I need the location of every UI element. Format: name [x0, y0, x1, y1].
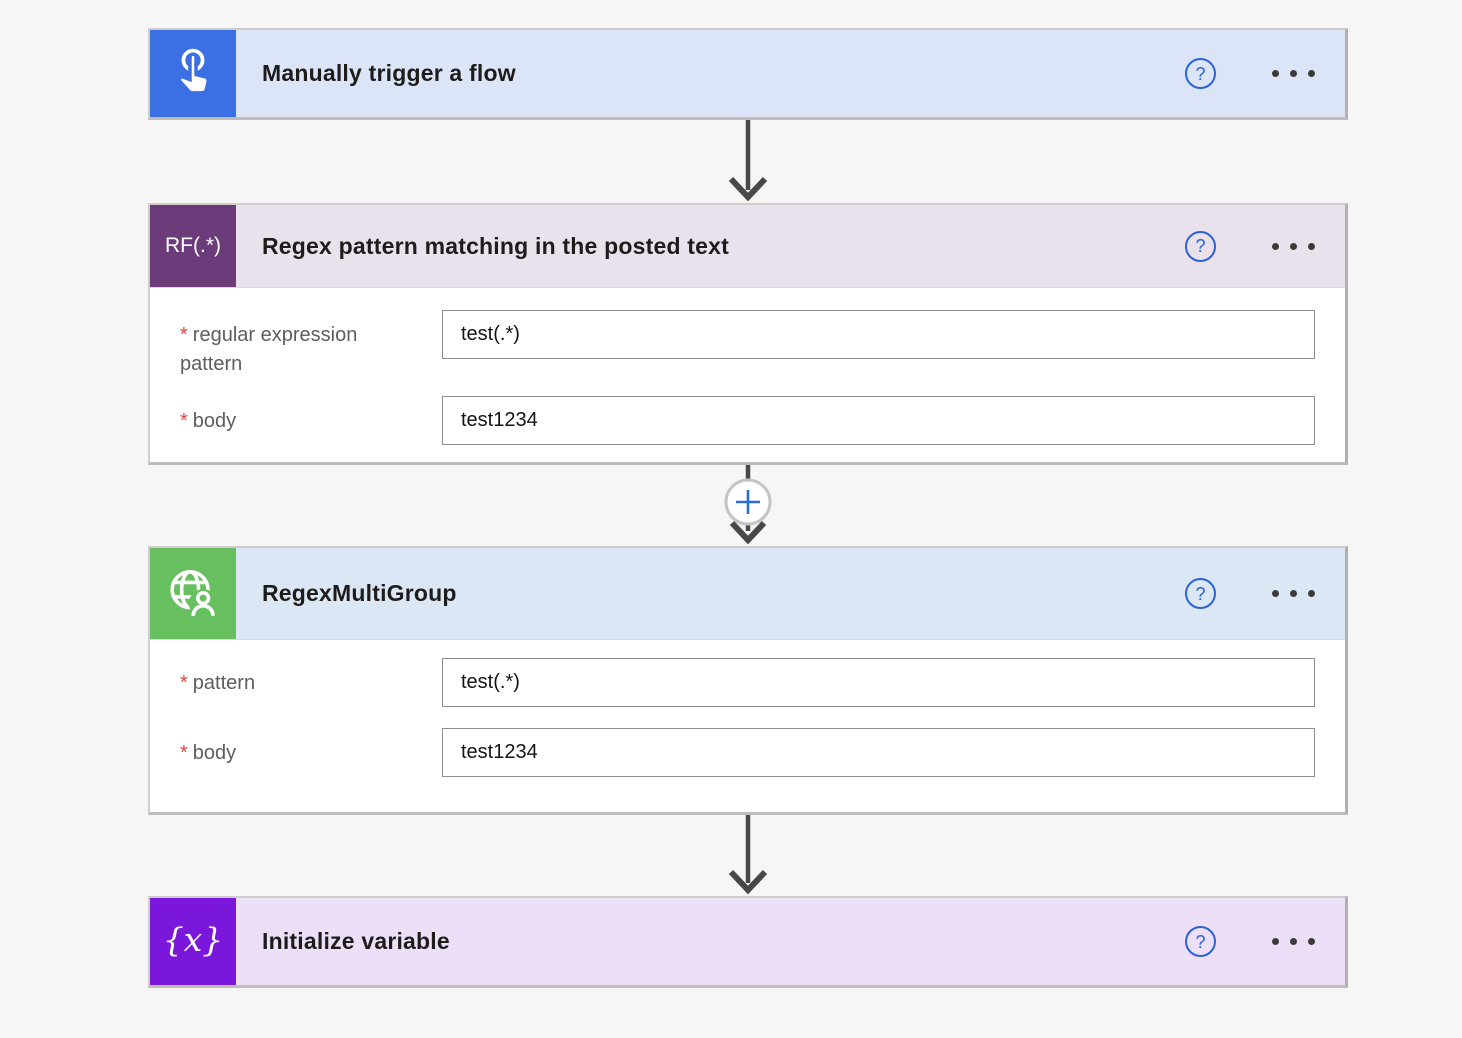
field-row-body: *body [180, 728, 1315, 777]
field-row-body: *body [180, 396, 1315, 445]
ellipsis-menu-icon[interactable] [1270, 237, 1317, 256]
ellipsis-menu-icon[interactable] [1270, 932, 1317, 951]
required-marker: * [180, 324, 188, 346]
card-title: RegexMultiGroup [262, 580, 457, 606]
add-step-button[interactable] [724, 478, 772, 526]
touch-hand-icon [150, 30, 236, 117]
regular-expression-pattern-input[interactable] [442, 310, 1315, 359]
required-marker: * [180, 672, 188, 694]
variable-braces-icon: {x} [150, 898, 236, 985]
field-label: *pattern [180, 672, 256, 694]
body-input[interactable] [442, 728, 1315, 777]
card-header[interactable]: Manually trigger a flow ? [150, 30, 1345, 117]
help-icon[interactable]: ? [1185, 58, 1216, 89]
rf-regex-text-icon: RF(.*) [150, 205, 236, 287]
card-title: Initialize variable [262, 928, 450, 954]
field-label: *body [180, 742, 237, 764]
ellipsis-menu-icon[interactable] [1270, 64, 1317, 83]
globe-user-icon [150, 548, 236, 639]
action-card-regex-multi-group: RegexMultiGroup ? *pattern *body [148, 546, 1348, 815]
action-card-manually-trigger-a-flow: Manually trigger a flow ? [148, 28, 1348, 120]
help-icon[interactable]: ? [1185, 926, 1216, 957]
required-marker: * [180, 742, 188, 764]
action-card-regex-pattern-matching: RF(.*) Regex pattern matching in the pos… [148, 203, 1348, 465]
insert-step-connector [724, 465, 772, 545]
action-card-initialize-variable: {x} Initialize variable ? [148, 896, 1348, 988]
flow-arrow-connector [728, 815, 768, 895]
field-row-pattern: *pattern [180, 658, 1315, 707]
card-title: Manually trigger a flow [262, 60, 516, 86]
ellipsis-menu-icon[interactable] [1270, 584, 1317, 603]
required-marker: * [180, 410, 188, 432]
help-icon[interactable]: ? [1185, 578, 1216, 609]
field-label: *regular expression pattern [180, 324, 358, 375]
card-header[interactable]: RegexMultiGroup ? [150, 548, 1345, 640]
card-header[interactable]: {x} Initialize variable ? [150, 898, 1345, 985]
card-header[interactable]: RF(.*) Regex pattern matching in the pos… [150, 205, 1345, 288]
body-input[interactable] [442, 396, 1315, 445]
field-row-regular-expression-pattern: *regular expression pattern [180, 310, 1315, 379]
help-icon[interactable]: ? [1185, 230, 1216, 262]
pattern-input[interactable] [442, 658, 1315, 707]
flow-arrow-connector [728, 120, 768, 202]
plus-icon [736, 490, 760, 514]
card-title: Regex pattern matching in the posted tex… [262, 232, 729, 259]
card-body: *pattern *body [150, 640, 1345, 777]
card-body: *regular expression pattern *body [150, 288, 1345, 445]
field-label: *body [180, 410, 237, 432]
